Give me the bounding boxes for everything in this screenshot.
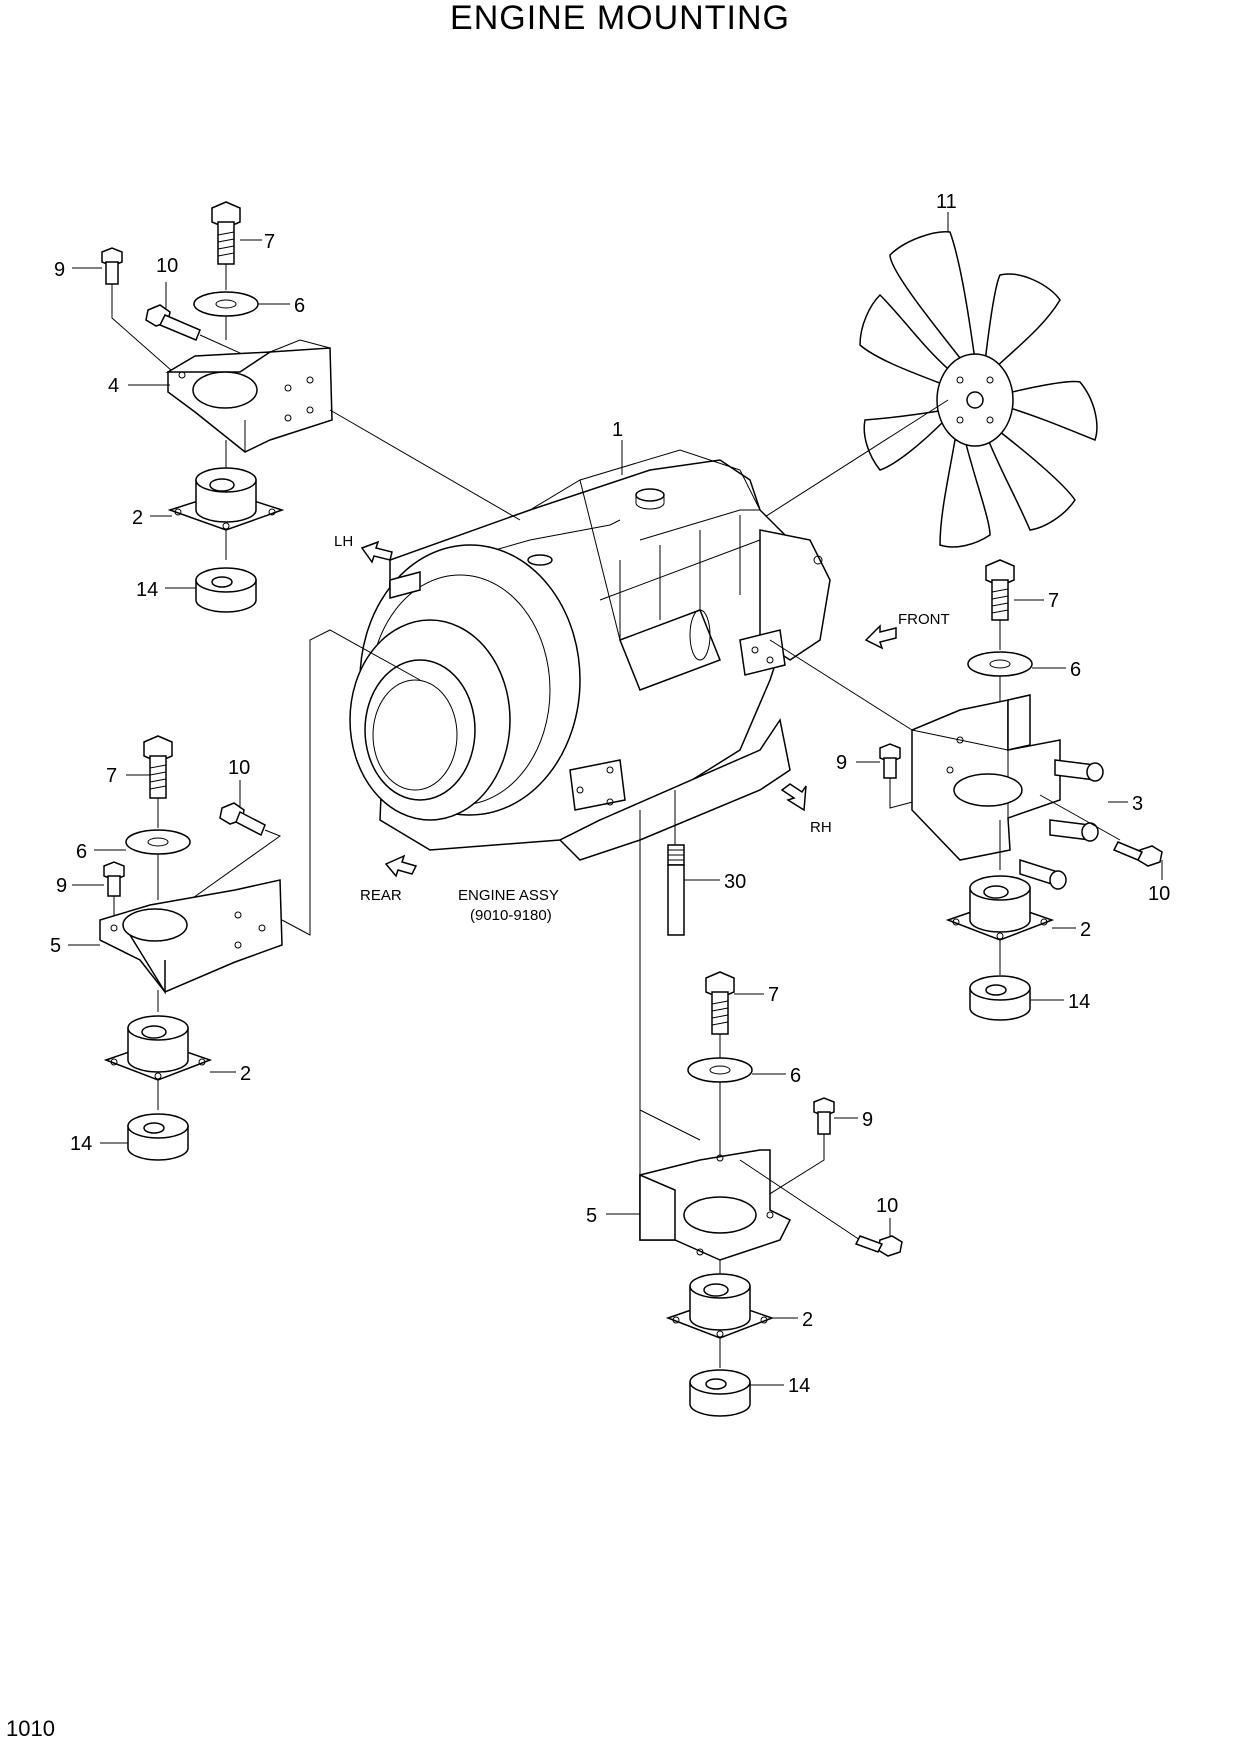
- callout-7: 7: [264, 231, 275, 253]
- callout-2: 2: [802, 1309, 813, 1331]
- front-label: FRONT: [898, 611, 950, 628]
- callout-14: 14: [788, 1375, 810, 1397]
- callout-6: 6: [294, 295, 305, 317]
- rear-label: REAR: [360, 887, 402, 904]
- callout-9: 9: [54, 259, 65, 281]
- callout-5: 5: [586, 1205, 597, 1227]
- callout-14: 14: [136, 579, 158, 601]
- callout-1: 1: [612, 419, 623, 441]
- callout-14: 14: [70, 1133, 92, 1155]
- callout-9: 9: [836, 752, 847, 774]
- callout-numbers: 1 11 7 6 9 10 4 2 14 7 10 6 9 5 2 14 7 6…: [50, 191, 1170, 1397]
- callout-2: 2: [240, 1063, 251, 1085]
- engine-assy-label: ENGINE ASSY: [458, 887, 559, 904]
- engine-serial-label: (9010-9180): [470, 907, 552, 924]
- leader-lines: [68, 239, 1163, 1386]
- callout-2: 2: [1080, 919, 1091, 941]
- front-right-mount-set: [769, 559, 1163, 1021]
- rh-label: RH: [810, 819, 832, 836]
- callout-11: 11: [936, 191, 957, 213]
- rh-arrow-icon: [780, 783, 807, 812]
- page-number: 1010: [6, 1716, 55, 1741]
- callout-7: 7: [768, 984, 779, 1006]
- engine-assembly: [349, 449, 831, 861]
- callout-2: 2: [132, 507, 143, 529]
- page-title: ENGINE MOUNTING: [450, 0, 790, 37]
- callout-10: 10: [228, 757, 250, 779]
- callout-10: 10: [1148, 883, 1170, 905]
- lh-mount-set: [101, 201, 521, 613]
- direction-arrows: [360, 540, 897, 878]
- fan-assembly: [759, 212, 1098, 548]
- callout-10: 10: [156, 255, 178, 277]
- callout-3: 3: [1132, 793, 1143, 815]
- lh-arrow-icon: [360, 540, 393, 564]
- callout-30: 30: [724, 871, 746, 893]
- lh-label: LH: [334, 533, 353, 550]
- callout-7: 7: [1048, 590, 1059, 612]
- callout-14: 14: [1068, 991, 1090, 1013]
- rear-right-mount-set: [639, 810, 903, 1417]
- text-labels: LH FRONT RH REAR ENGINE ASSY (9010-9180): [334, 533, 950, 924]
- front-arrow-icon: [864, 624, 897, 650]
- rear-arrow-icon: [384, 854, 418, 878]
- callout-6: 6: [1070, 659, 1081, 681]
- rear-left-mount-set: [99, 629, 421, 1161]
- callout-5: 5: [50, 935, 61, 957]
- callout-6: 6: [790, 1065, 801, 1087]
- callout-7: 7: [106, 765, 117, 787]
- callout-10: 10: [876, 1195, 898, 1217]
- callout-6: 6: [76, 841, 87, 863]
- callout-9: 9: [56, 875, 67, 897]
- callout-4: 4: [108, 375, 119, 397]
- callout-9: 9: [862, 1109, 873, 1131]
